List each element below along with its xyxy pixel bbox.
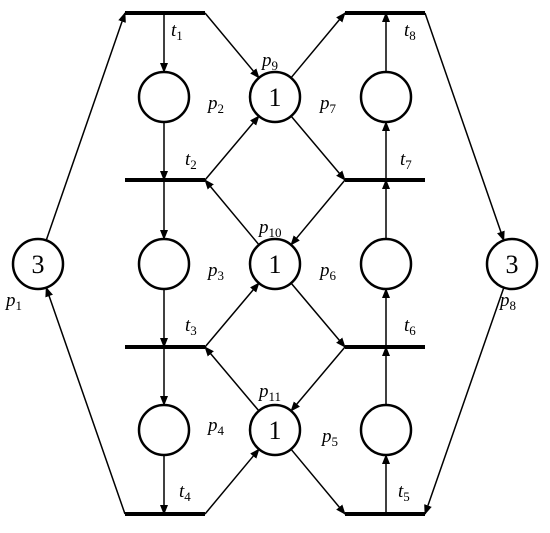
- arc-p11-t3: [204, 346, 260, 412]
- place-label-p4: p4: [206, 415, 225, 438]
- place-p8: [485, 237, 539, 291]
- arc-t4-p11: [204, 448, 260, 515]
- arc-p10-t2: [204, 179, 260, 246]
- place-label-p11: p11: [257, 381, 281, 404]
- place-label-p8: p8: [498, 290, 516, 313]
- transition-label-t6: t6: [404, 315, 416, 338]
- place-p2: [137, 70, 191, 124]
- place-label-p2: p2: [206, 93, 224, 116]
- place-label-p3: p3: [206, 260, 224, 283]
- arc-p1-t1: [45, 12, 126, 241]
- arcs: [45, 12, 505, 515]
- place-label-p1: p1: [4, 290, 22, 313]
- place-label-p5: p5: [320, 426, 338, 449]
- arc-t8-p8: [424, 12, 505, 242]
- arc-t6-p11: [290, 346, 346, 412]
- transition-label-t4: t4: [179, 481, 191, 504]
- labels: t1 t2 t3 t4 t5 t6 t7 t8 p1 p2 p3 p4 p5 p6 p7 p8 p9 p10 p11: [4, 20, 516, 504]
- token-count-p9: 1: [269, 83, 282, 112]
- arc-t1-p9: [204, 12, 260, 79]
- place-label-p6: p6: [318, 260, 337, 283]
- arc-p9-t7: [290, 115, 346, 181]
- transition-label-t1: t1: [171, 20, 183, 43]
- place-label-p7: p7: [318, 93, 337, 116]
- places: 3 3 1 1 1: [11, 70, 539, 457]
- token-count-p8: 3: [506, 250, 519, 279]
- token-count-p10: 1: [269, 250, 282, 279]
- place-label-p9: p9: [260, 50, 278, 73]
- transition-label-t8: t8: [404, 20, 416, 43]
- arc-p10-t6: [290, 282, 346, 348]
- transitions: [125, 11, 425, 516]
- arc-t3-p10: [204, 282, 260, 348]
- transition-label-t3: t3: [185, 315, 197, 338]
- place-p5: [359, 403, 413, 457]
- place-p9: [248, 70, 302, 124]
- arc-p9-t8: [290, 12, 346, 79]
- place-p4: [137, 403, 191, 457]
- arc-p8-t5: [424, 287, 505, 515]
- arc-t2-p9: [204, 115, 260, 181]
- place-p1: [11, 237, 65, 291]
- place-p3: [137, 237, 191, 291]
- place-p7: [359, 70, 413, 124]
- place-p11: [248, 403, 302, 457]
- place-p6: [359, 237, 413, 291]
- arc-t4-p1: [45, 286, 126, 515]
- place-p10: [248, 237, 302, 291]
- place-label-p10: p10: [257, 217, 282, 240]
- transition-label-t7: t7: [400, 149, 412, 172]
- transition-label-t5: t5: [398, 481, 410, 504]
- token-count-p11: 1: [269, 416, 282, 445]
- arc-p11-t5: [290, 448, 346, 515]
- token-count-p1: 3: [32, 250, 45, 279]
- arc-t7-p10: [290, 179, 346, 246]
- transition-label-t2: t2: [185, 149, 197, 172]
